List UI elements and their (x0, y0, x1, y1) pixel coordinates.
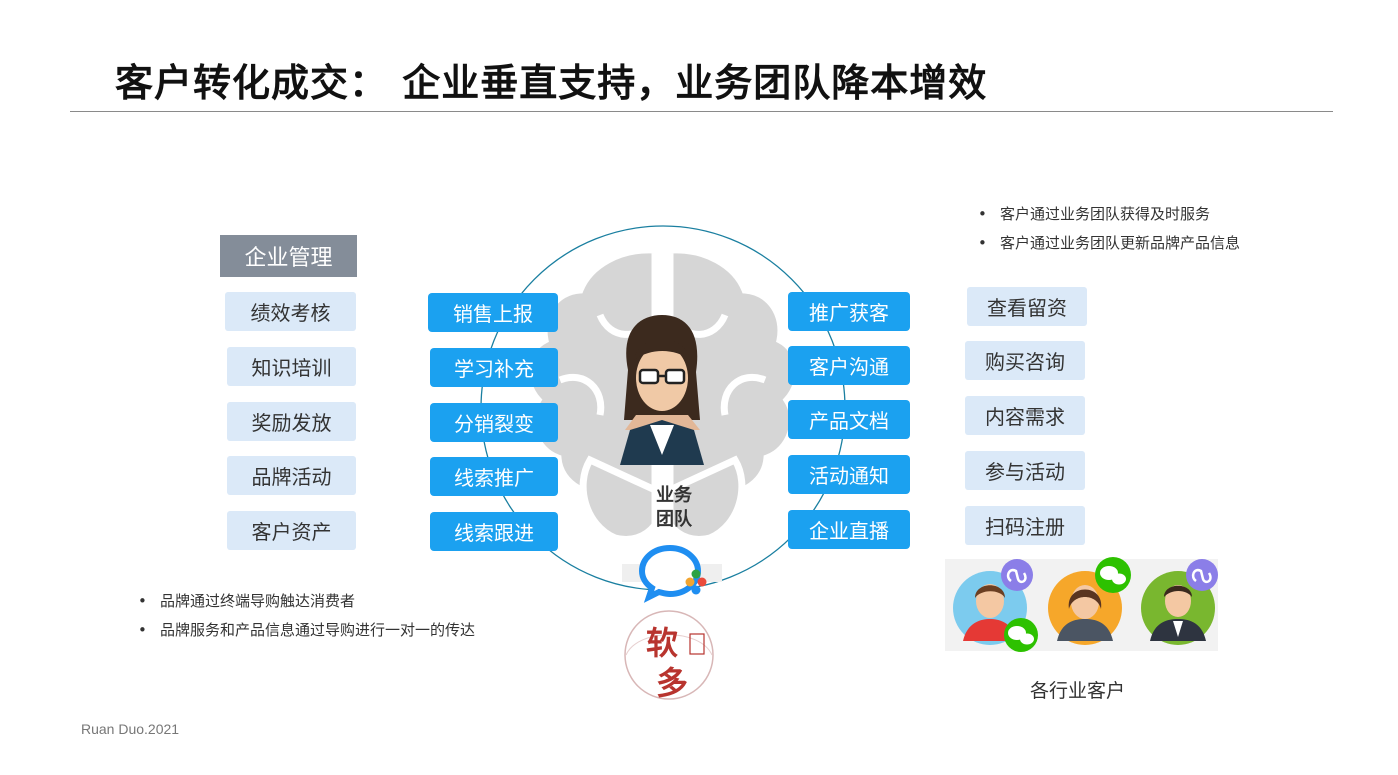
team-right-live-stream[interactable]: 企业直播 (788, 510, 910, 549)
customers-caption: 各行业客户 (1030, 680, 1126, 702)
business-woman-icon (620, 315, 704, 465)
wechat-icon (1095, 557, 1131, 593)
team-right-acquisition[interactable]: 推广获客 (788, 292, 910, 331)
customer-bullet-2: 客户通过业务团队更新品牌产品信息 (978, 229, 1253, 258)
team-left-distribution[interactable]: 分销裂变 (430, 403, 558, 442)
footer-credit: Ruan Duo.2021 (81, 721, 180, 737)
title-divider (70, 111, 1333, 112)
team-label-line1: 业务 (656, 485, 692, 506)
customer-item-scan-register[interactable]: 扫码注册 (965, 506, 1085, 545)
team-label-line2: 团队 (656, 509, 692, 530)
wecom-logo-icon (622, 544, 722, 603)
customers-graphic (945, 557, 1218, 652)
enterprise-item-customer-assets[interactable]: 客户资产 (227, 511, 356, 550)
team-left-lead-followup[interactable]: 线索跟进 (430, 512, 558, 551)
ruanduo-seal-icon: 软 多 (624, 610, 714, 702)
team-right-product-docs[interactable]: 产品文档 (788, 400, 910, 439)
brand-bullet-2: 品牌服务和产品信息通过导购进行一对一的传达 (138, 616, 558, 645)
customer-bullets: 客户通过业务团队获得及时服务 客户通过业务团队更新品牌产品信息 (978, 200, 1253, 258)
brand-bullets: 品牌通过终端导购触达消费者 品牌服务和产品信息通过导购进行一对一的传达 (138, 587, 558, 645)
enterprise-header: 企业管理 (220, 235, 357, 277)
page-title: 客户转化成交： 企业垂直支持，业务团队降本增效 (115, 61, 988, 105)
enterprise-item-rewards[interactable]: 奖励发放 (227, 402, 356, 441)
brain-icon (523, 246, 802, 543)
team-left-lead-promotion[interactable]: 线索推广 (430, 457, 558, 496)
customer-item-join-activity[interactable]: 参与活动 (965, 451, 1085, 490)
customer-bullet-1: 客户通过业务团队获得及时服务 (978, 200, 1253, 229)
wechat-icon (1004, 618, 1038, 652)
enterprise-item-training[interactable]: 知识培训 (227, 347, 356, 386)
team-left-sales-report[interactable]: 销售上报 (428, 293, 558, 332)
customer-item-purchase-inquiry[interactable]: 购买咨询 (965, 341, 1085, 380)
enterprise-item-brand-activity[interactable]: 品牌活动 (227, 456, 356, 495)
team-circle-graphic (480, 225, 846, 591)
enterprise-item-performance[interactable]: 绩效考核 (225, 292, 356, 331)
team-left-learning[interactable]: 学习补充 (430, 348, 558, 387)
team-right-activity-notice[interactable]: 活动通知 (788, 455, 910, 494)
mini-program-icon (1186, 559, 1218, 591)
customer-item-view-leads[interactable]: 查看留资 (967, 287, 1087, 326)
seal-char-2: 多 (656, 664, 688, 702)
customer-item-content-needs[interactable]: 内容需求 (965, 396, 1085, 435)
team-label: 业务 团队 (648, 484, 700, 532)
brand-bullet-1: 品牌通过终端导购触达消费者 (138, 587, 558, 616)
seal-char-1: 软 (646, 624, 678, 662)
mini-program-icon (1001, 559, 1033, 591)
team-right-communication[interactable]: 客户沟通 (788, 346, 910, 385)
